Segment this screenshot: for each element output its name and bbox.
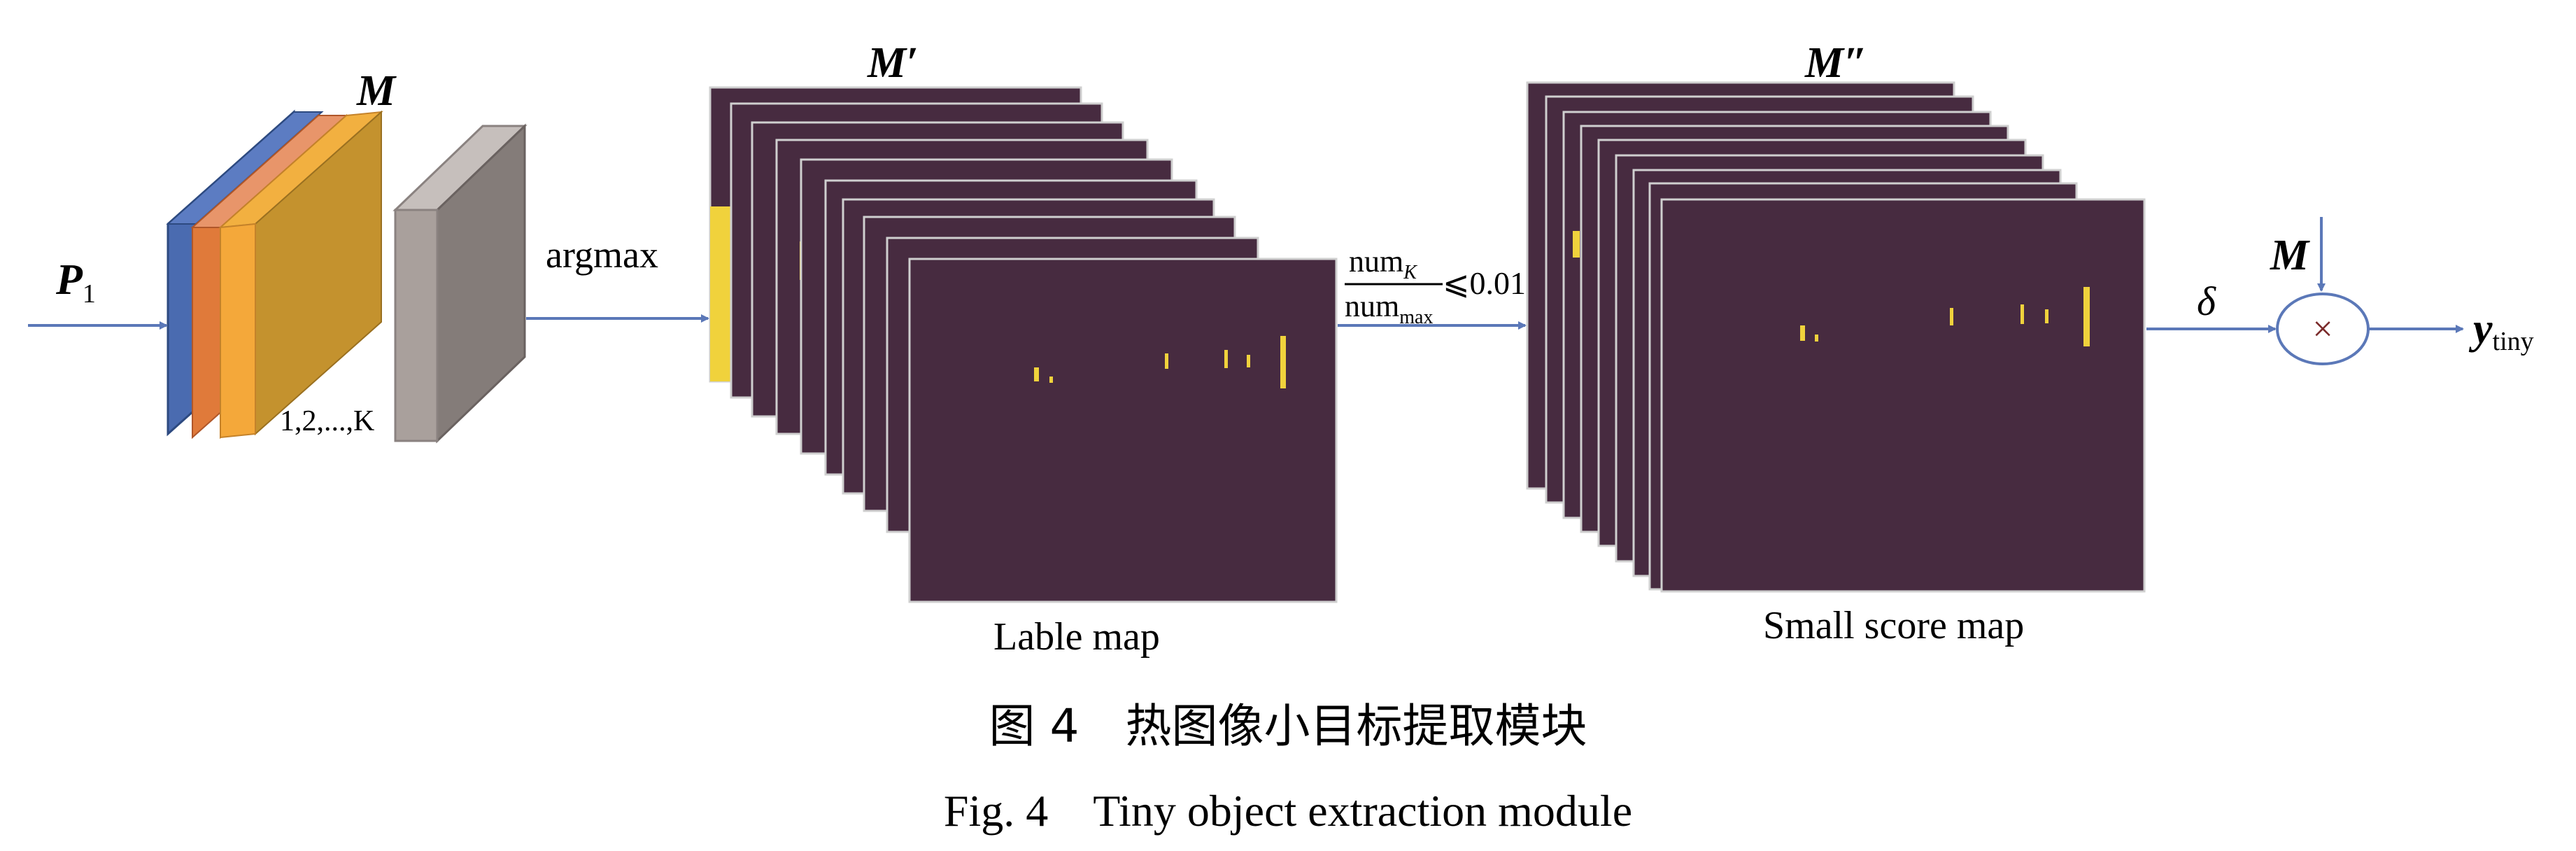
- lable-map-blob: [1224, 350, 1228, 368]
- label-M-prime: M′: [867, 39, 919, 87]
- caption-cn: 图 4 热图像小目标提取模块: [989, 699, 1587, 753]
- lable-map-stack: [709, 86, 1338, 603]
- label-M-double-prime: M″: [1804, 39, 1867, 87]
- label-lable-map: Lable map: [993, 615, 1160, 659]
- label-M: M: [356, 67, 397, 115]
- score-map-blob: [1800, 325, 1805, 341]
- score-map-front: [1660, 198, 2146, 593]
- score-map-blob: [1815, 335, 1818, 342]
- label-P: P1: [55, 256, 96, 309]
- score-map-blob: [2083, 287, 2090, 346]
- label-threshold: ⩽0.01: [1443, 265, 1526, 301]
- lable-map-highlight: [710, 206, 733, 381]
- label-channels: 1,2,...,K: [280, 405, 374, 437]
- label-num-max: nummax: [1345, 289, 1433, 328]
- lable-map-front: [908, 258, 1338, 603]
- score-map-highlight: [1573, 231, 1580, 258]
- lable-map-blob: [1049, 377, 1053, 383]
- label-M-mult: M: [2270, 232, 2310, 279]
- score-map-blob: [2045, 309, 2048, 323]
- lable-map-blob: [1165, 353, 1168, 369]
- feature-map-M-stack: [166, 109, 383, 439]
- caption-en: Fig. 4 Tiny object extraction module: [944, 786, 1632, 836]
- lable-map-blob: [1247, 355, 1250, 367]
- score-map-blob: [2021, 304, 2024, 324]
- lable-map-blob: [1280, 336, 1286, 388]
- grey-feature-block: [392, 123, 528, 444]
- score-map-blob: [1950, 308, 1953, 325]
- label-small-score-map: Small score map: [1763, 604, 2024, 647]
- lable-map-blob: [1034, 367, 1039, 381]
- label-argmax: argmax: [546, 234, 658, 276]
- multiply-symbol: ×: [2312, 309, 2333, 349]
- small-score-map-stack: [1526, 81, 2146, 593]
- label-y-tiny: ytiny: [2468, 305, 2534, 356]
- label-delta: δ: [2197, 279, 2216, 324]
- label-num-K: numK: [1349, 244, 1417, 283]
